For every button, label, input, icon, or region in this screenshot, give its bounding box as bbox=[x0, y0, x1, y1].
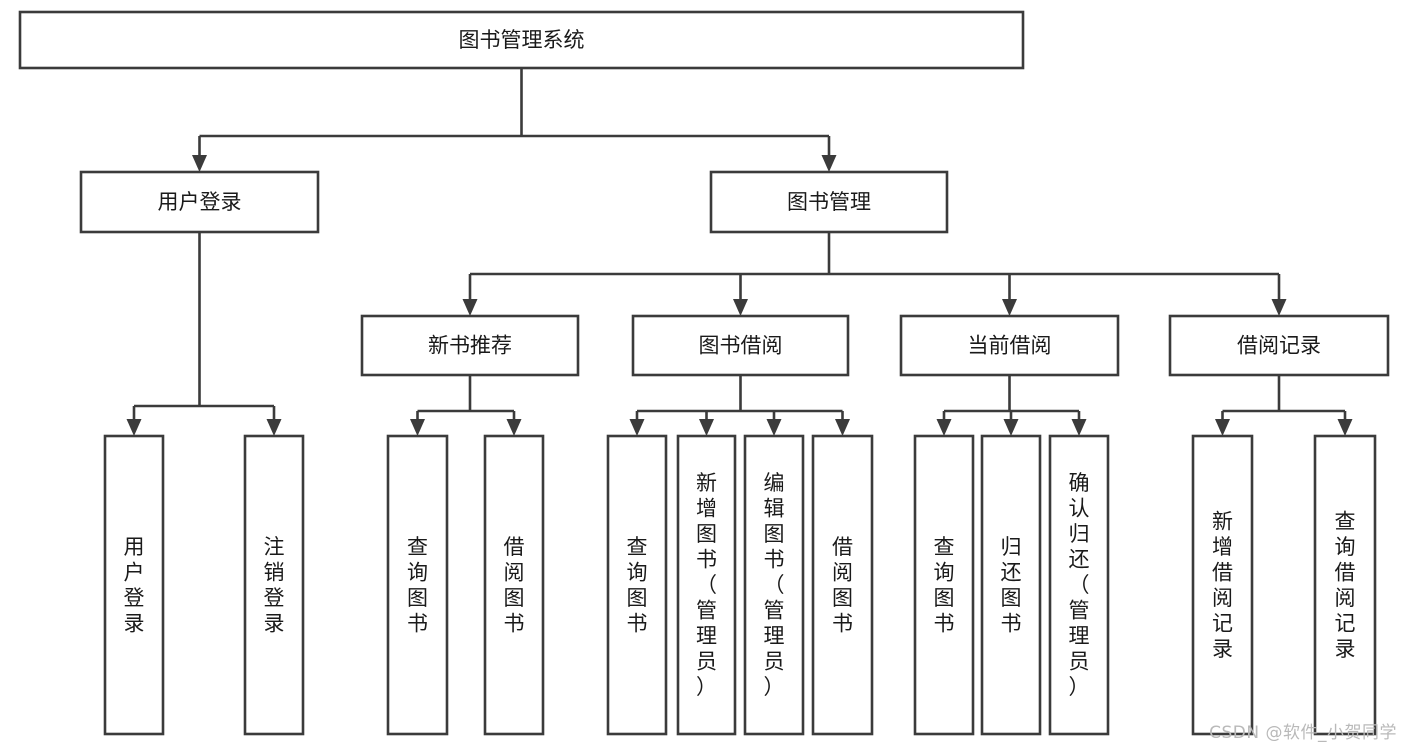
node-图书管理-l2-label: 图书管理 bbox=[787, 190, 871, 214]
leaf-查询图书-2-label: 查询图书 bbox=[407, 535, 428, 636]
leaf-借阅图书-7-label: 借阅图书 bbox=[832, 535, 853, 636]
node-借阅记录-l3[interactable]: 借阅记录 bbox=[1168, 314, 1390, 377]
node-用户登录-l2-label: 用户登录 bbox=[158, 190, 242, 214]
connector-lines bbox=[126, 68, 1353, 436]
node-借阅记录-l3-label: 借阅记录 bbox=[1237, 334, 1321, 358]
userlogin-arrowhead-0 bbox=[126, 419, 142, 436]
l3-图书借阅-arrowhead-1 bbox=[699, 419, 714, 436]
node-图书借阅-l3-rect[interactable] bbox=[631, 314, 850, 377]
leaf-查询图书-2-rect[interactable] bbox=[386, 434, 449, 736]
leaf-查询图书-2[interactable]: 查询图书 bbox=[386, 434, 449, 736]
leaf-注销登录-1[interactable]: 注销登录 bbox=[243, 434, 305, 736]
leaf-新增借阅记录-11-label: 新增借阅记录 bbox=[1212, 509, 1233, 661]
l3-当前借阅-arrowhead-0 bbox=[936, 419, 952, 436]
node-用户登录-l2[interactable]: 用户登录 bbox=[79, 170, 320, 234]
l3-新书推荐-arrowhead-1 bbox=[506, 419, 522, 436]
leaf-新增图书管理员-5-rect[interactable] bbox=[676, 434, 737, 736]
l3-借阅记录-arrowhead-0 bbox=[1215, 419, 1230, 436]
node-图书管理系统-root-rect[interactable] bbox=[18, 10, 1025, 70]
leaf-新增图书管理员-5-label: 新增图书（管理员） bbox=[696, 471, 717, 699]
bookmgmt-arrowhead-0 bbox=[462, 299, 478, 316]
l3-新书推荐-arrowhead-0 bbox=[410, 419, 425, 436]
node-图书管理-l2-rect[interactable] bbox=[709, 170, 949, 234]
leaf-查询图书-8[interactable]: 查询图书 bbox=[913, 434, 975, 736]
leaf-查询借阅记录-12[interactable]: 查询借阅记录 bbox=[1313, 434, 1377, 736]
leaf-查询图书-4-label: 查询图书 bbox=[627, 535, 648, 636]
node-新书推荐-l3-label: 新书推荐 bbox=[428, 334, 512, 358]
node-新书推荐-l3-rect[interactable] bbox=[360, 314, 580, 377]
leaf-归还图书-9-label: 归还图书 bbox=[1001, 535, 1022, 636]
node-当前借阅-l3[interactable]: 当前借阅 bbox=[899, 314, 1120, 377]
leaf-借阅图书-3-rect[interactable] bbox=[483, 434, 545, 736]
node-图书借阅-l3-label: 图书借阅 bbox=[699, 334, 783, 358]
l3-图书借阅-arrowhead-3 bbox=[835, 419, 850, 436]
leaf-确认归还管理员-10[interactable]: 确认归还（管理员） bbox=[1048, 434, 1110, 736]
diagram-nodes: 图书管理系统用户登录图书管理新书推荐图书借阅当前借阅借阅记录用户登录注销登录查询… bbox=[18, 10, 1390, 736]
leaf-查询图书-8-label: 查询图书 bbox=[934, 535, 955, 636]
leaf-用户登录-0-rect[interactable] bbox=[103, 434, 165, 736]
leaf-确认归还管理员-10-rect[interactable] bbox=[1048, 434, 1110, 736]
leaf-借阅图书-7[interactable]: 借阅图书 bbox=[811, 434, 874, 736]
node-图书管理-l2[interactable]: 图书管理 bbox=[709, 170, 949, 234]
node-图书管理系统-root-label: 图书管理系统 bbox=[459, 28, 585, 52]
leaf-编辑图书管理员-6-label: 编辑图书（管理员） bbox=[764, 471, 785, 699]
leaf-归还图书-9[interactable]: 归还图书 bbox=[980, 434, 1042, 736]
bookmgmt-arrowhead-2 bbox=[1002, 299, 1017, 316]
l3-当前借阅-arrowhead-2 bbox=[1071, 419, 1087, 436]
leaf-确认归还管理员-10-label: 确认归还（管理员） bbox=[1069, 471, 1090, 699]
leaf-编辑图书管理员-6-rect[interactable] bbox=[743, 434, 805, 736]
userlogin-arrowhead-1 bbox=[266, 419, 282, 436]
leaf-查询借阅记录-12-label: 查询借阅记录 bbox=[1335, 509, 1356, 661]
leaf-编辑图书管理员-6[interactable]: 编辑图书（管理员） bbox=[743, 434, 805, 736]
node-图书管理系统-root[interactable]: 图书管理系统 bbox=[18, 10, 1025, 70]
leaf-归还图书-9-rect[interactable] bbox=[980, 434, 1042, 736]
bookmgmt-arrowhead-1 bbox=[733, 299, 748, 316]
l3-图书借阅-arrowhead-0 bbox=[629, 419, 645, 436]
root-arrowhead-1 bbox=[821, 155, 837, 172]
node-新书推荐-l3[interactable]: 新书推荐 bbox=[360, 314, 580, 377]
bookmgmt-arrowhead-3 bbox=[1271, 299, 1287, 316]
leaf-查询图书-8-rect[interactable] bbox=[913, 434, 975, 736]
leaf-查询图书-4[interactable]: 查询图书 bbox=[606, 434, 668, 736]
leaf-借阅图书-3-label: 借阅图书 bbox=[504, 535, 525, 636]
leaf-注销登录-1-rect[interactable] bbox=[243, 434, 305, 736]
leaf-用户登录-0-label: 用户登录 bbox=[124, 535, 145, 636]
node-图书借阅-l3[interactable]: 图书借阅 bbox=[631, 314, 850, 377]
node-当前借阅-l3-rect[interactable] bbox=[899, 314, 1120, 377]
node-用户登录-l2-rect[interactable] bbox=[79, 170, 320, 234]
l3-借阅记录-arrowhead-1 bbox=[1337, 419, 1353, 436]
l3-图书借阅-arrowhead-2 bbox=[766, 419, 782, 436]
leaf-查询图书-4-rect[interactable] bbox=[606, 434, 668, 736]
leaf-用户登录-0[interactable]: 用户登录 bbox=[103, 434, 165, 736]
leaf-注销登录-1-label: 注销登录 bbox=[264, 535, 285, 636]
l3-当前借阅-arrowhead-1 bbox=[1003, 419, 1019, 436]
root-arrowhead-0 bbox=[192, 155, 207, 172]
leaf-借阅图书-3[interactable]: 借阅图书 bbox=[483, 434, 545, 736]
node-借阅记录-l3-rect[interactable] bbox=[1168, 314, 1390, 377]
leaf-新增借阅记录-11-rect[interactable] bbox=[1191, 434, 1254, 736]
leaf-新增图书管理员-5[interactable]: 新增图书（管理员） bbox=[676, 434, 737, 736]
leaf-新增借阅记录-11[interactable]: 新增借阅记录 bbox=[1191, 434, 1254, 736]
leaf-借阅图书-7-rect[interactable] bbox=[811, 434, 874, 736]
leaf-查询借阅记录-12-rect[interactable] bbox=[1313, 434, 1377, 736]
node-当前借阅-l3-label: 当前借阅 bbox=[968, 334, 1052, 358]
